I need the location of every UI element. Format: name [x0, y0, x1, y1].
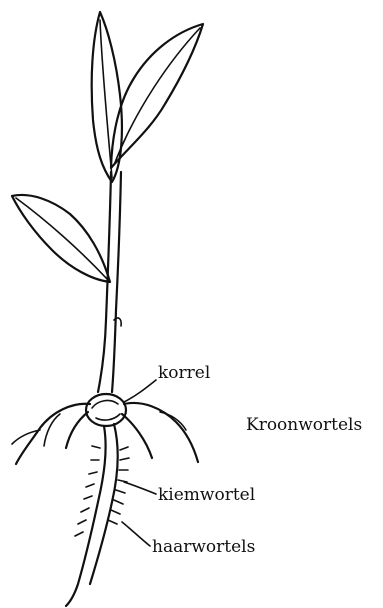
label-korrel: korrel: [158, 363, 210, 383]
leaf-top-right: [111, 24, 203, 168]
leader-kiemwortel: [124, 482, 156, 494]
leader-haarwortels: [122, 522, 150, 546]
seed-korrel: [86, 394, 126, 426]
label-kroonwortels: Kroonwortels: [246, 415, 362, 435]
root-hairs: [75, 446, 129, 536]
label-kiemwortel: kiemwortel: [158, 485, 255, 505]
leader-korrel: [124, 380, 156, 402]
seminal-root: [66, 424, 118, 606]
leaf-lower-left: [12, 195, 110, 282]
label-haarwortels: haarwortels: [152, 537, 255, 557]
